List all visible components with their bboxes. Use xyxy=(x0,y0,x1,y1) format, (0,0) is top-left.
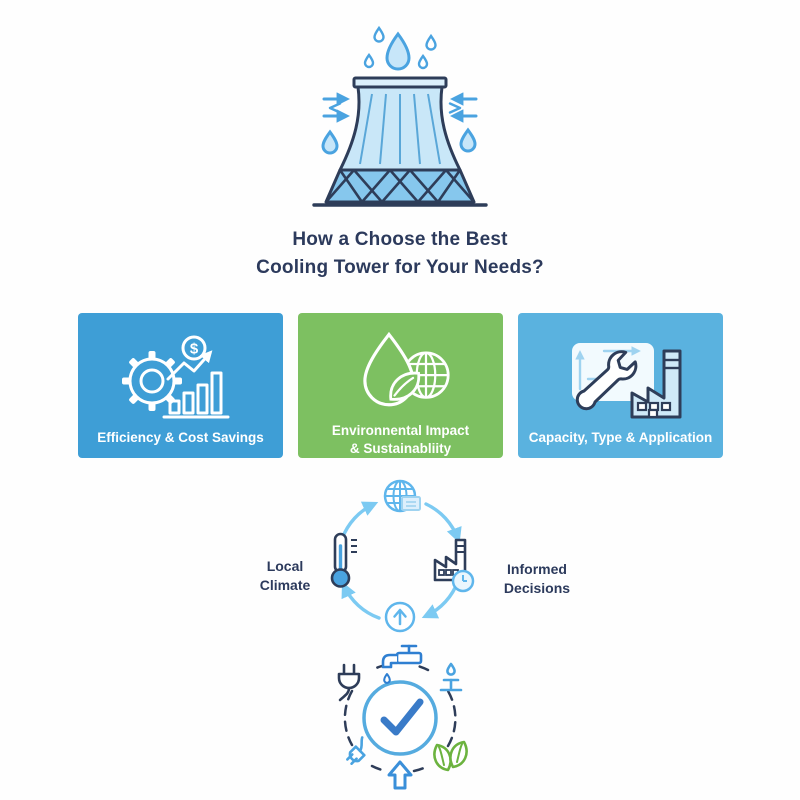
wrench-factory-dimensions-icon xyxy=(571,343,681,419)
growth-chart-icon xyxy=(162,350,229,419)
cooling-tower-body xyxy=(312,76,488,207)
power-plug-icon xyxy=(337,663,361,702)
card-efficiency-cost-savings: $ Efficiency & Cost Savings xyxy=(78,313,283,458)
cycle-arrows xyxy=(340,501,462,620)
cycle-label-informed-decisions: Informed Decisions xyxy=(503,561,571,596)
decision-cycle-diagram xyxy=(330,479,475,633)
page-title: How a Choose the Best Cooling Tower for … xyxy=(256,229,544,278)
globe-document-icon xyxy=(383,479,421,513)
factory-clock-icon xyxy=(433,538,475,593)
cooling-tower-illustration xyxy=(312,25,488,207)
power-connector-icon xyxy=(346,736,366,765)
airflow-arrows-icon xyxy=(322,92,478,123)
up-arrow-icon xyxy=(387,760,413,790)
thermometer-icon xyxy=(330,532,357,588)
card-capacity-type-application: Capacity, Type & Application xyxy=(518,313,723,458)
water-drop-leaf-globe-icon xyxy=(362,331,450,407)
card-label: Environnental Impact & Sustainabliity xyxy=(331,422,470,456)
checkmark-circle-icon xyxy=(362,680,438,756)
svg-text:$: $ xyxy=(189,341,198,358)
card-environmental-impact: Environnental Impact & Sustainabliity xyxy=(298,313,503,458)
water-tap-drop-icon xyxy=(439,662,463,692)
faucet-icon xyxy=(381,644,423,684)
water-drops-icon xyxy=(321,25,477,155)
leaves-icon xyxy=(433,740,468,772)
card-label: Capacity, Type & Application xyxy=(528,430,713,445)
cycle-label-local-climate: Local Climate xyxy=(259,558,311,593)
leaf-icon xyxy=(388,371,420,401)
gear-dollar-growth-chart-icon: $ xyxy=(121,335,229,419)
gear-icon xyxy=(121,351,182,411)
card-label: Efficiency & Cost Savings xyxy=(97,430,264,445)
factory-icon xyxy=(630,349,681,419)
decision-factors-ring xyxy=(337,644,468,790)
wrench-icon xyxy=(575,350,637,411)
dollar-coin-icon: $ xyxy=(181,335,206,361)
cycle-up-arrow-icon xyxy=(384,601,416,633)
